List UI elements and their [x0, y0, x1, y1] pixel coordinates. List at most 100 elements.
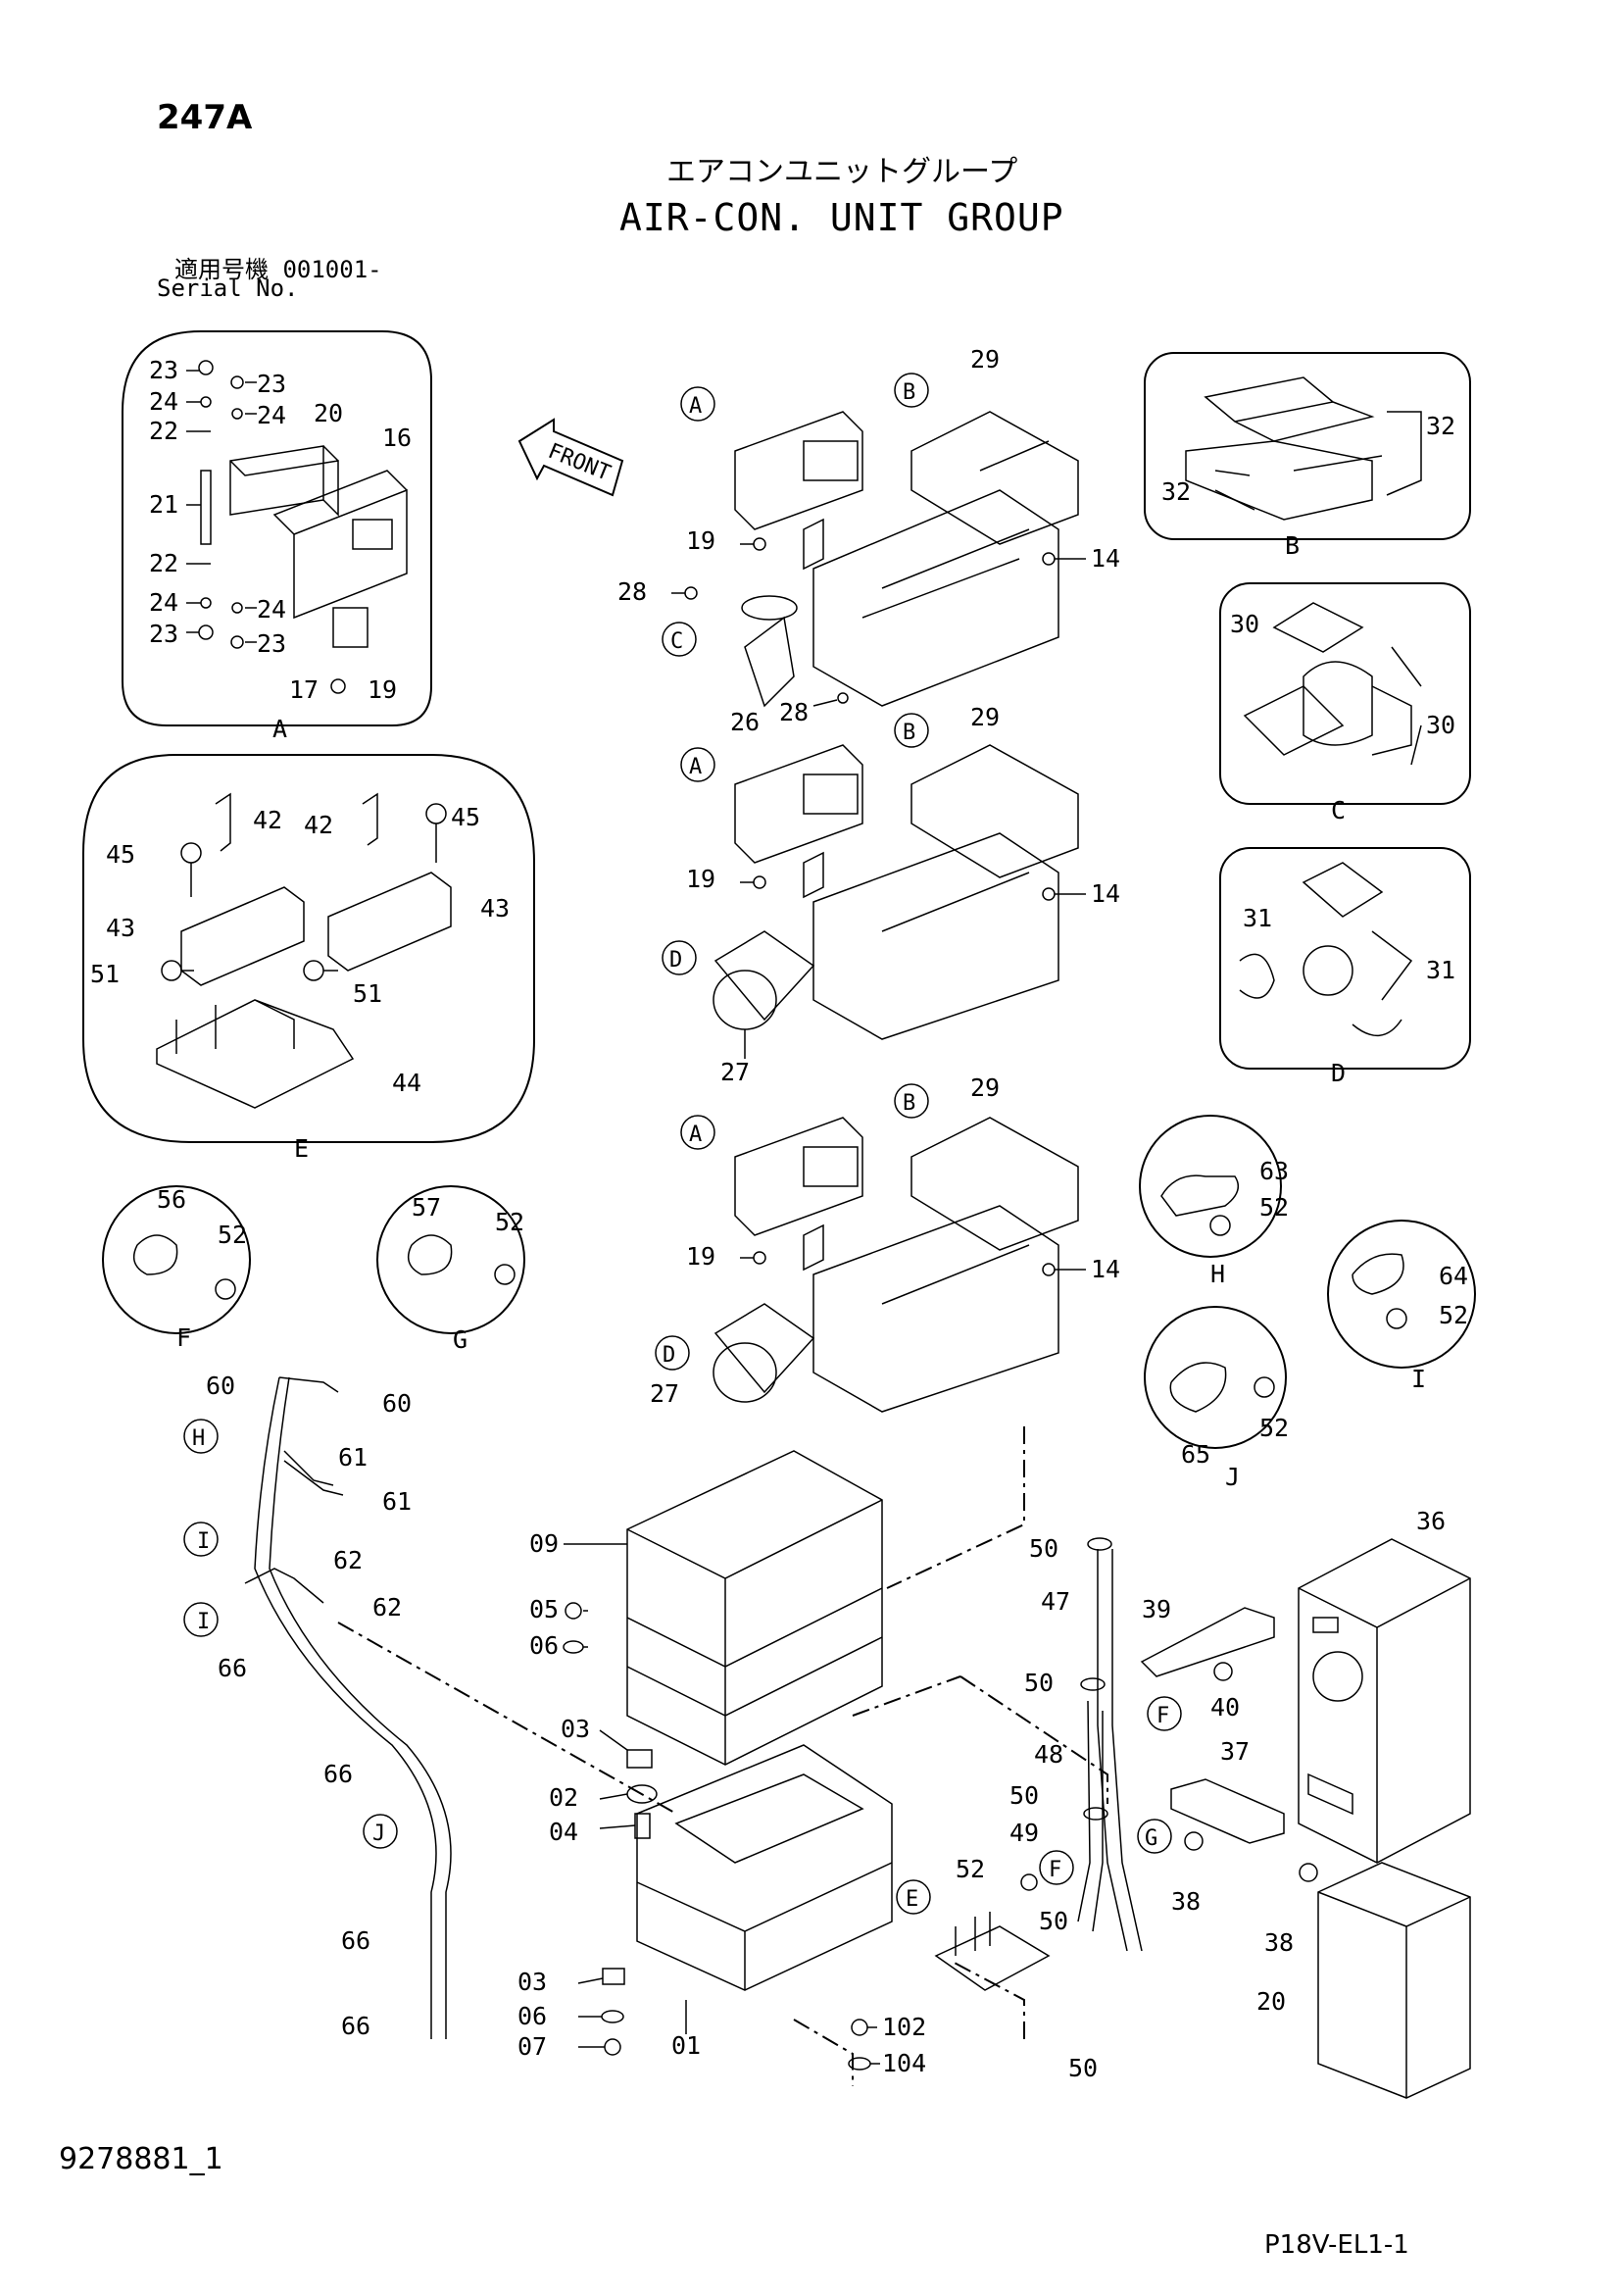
callout-05: 05: [529, 1595, 559, 1623]
callout-104: 104: [882, 2049, 926, 2077]
aircon-unit-upper: A B C 19 14 28 29 26 28: [617, 345, 1120, 736]
callout-38: 38: [1264, 1928, 1294, 1957]
detail-ref-i: I: [197, 1529, 210, 1554]
callout-23: 23: [149, 620, 178, 648]
callout-65: 65: [1181, 1440, 1210, 1469]
callout-03: 03: [517, 1968, 547, 1996]
callout-32: 32: [1426, 412, 1455, 440]
detail-c-panel: 30 30 C: [1219, 582, 1471, 824]
page-reference: P18V-EL1-1: [1264, 2230, 1409, 2260]
callout-61: 61: [338, 1443, 368, 1472]
callout-40: 40: [1210, 1693, 1240, 1722]
callout-19: 19: [686, 1242, 715, 1271]
callout-43: 43: [480, 894, 510, 923]
callout-20: 20: [1256, 1987, 1286, 2016]
detail-ref-b: B: [903, 1091, 915, 1116]
detail-ref-b: B: [903, 721, 915, 745]
callout-14: 14: [1091, 1255, 1120, 1283]
callout-43: 43: [106, 914, 135, 942]
detail-label-b: B: [1285, 531, 1300, 560]
callout-24: 24: [149, 387, 178, 416]
callout-62: 62: [372, 1593, 402, 1622]
aircon-unit-middle: A B D 19 14 29 27: [662, 703, 1120, 1086]
callout-03: 03: [561, 1715, 590, 1743]
detail-ref-j: J: [372, 1822, 385, 1846]
title-japanese: エアコンユニットグループ: [666, 155, 1018, 189]
callout-49: 49: [1009, 1819, 1039, 1847]
callout-37: 37: [1220, 1737, 1250, 1766]
callout-38: 38: [1171, 1887, 1201, 1916]
control-box: 36 39 40 37 38 38 20: [1140, 1507, 1471, 2099]
callout-19: 19: [686, 526, 715, 555]
callout-66: 66: [341, 1926, 370, 1955]
detail-h-panel: 63 52 H: [1139, 1115, 1289, 1288]
callout-42: 42: [253, 806, 282, 834]
callout-16: 16: [382, 424, 412, 452]
callout-50: 50: [1009, 1781, 1039, 1810]
callout-50: 50: [1039, 1907, 1068, 1935]
callout-28: 28: [617, 577, 647, 606]
callout-45: 45: [106, 840, 135, 869]
callout-29: 29: [970, 703, 1000, 731]
detail-ref-g: G: [1145, 1826, 1157, 1851]
detail-label-e: E: [294, 1134, 309, 1163]
callout-31: 31: [1243, 904, 1272, 932]
detail-d-panel: 31 31 D: [1219, 847, 1471, 1087]
callout-47: 47: [1041, 1587, 1070, 1616]
callout-52: 52: [218, 1221, 247, 1249]
callout-102: 102: [882, 2013, 926, 2041]
callout-24: 24: [149, 588, 178, 617]
callout-62: 62: [333, 1546, 363, 1574]
front-label: FRONT: [544, 439, 614, 486]
callout-31: 31: [1426, 956, 1455, 984]
aircon-unit-lower: A B D 19 14 29 27: [650, 1073, 1120, 1413]
callout-06: 06: [517, 2002, 547, 2030]
callout-52: 52: [956, 1855, 985, 1883]
detail-ref-f: F: [1156, 1704, 1169, 1728]
callout-66: 66: [323, 1760, 353, 1788]
callout-66: 66: [218, 1654, 247, 1682]
page-title: AIR-CON. UNIT GROUP: [619, 196, 1064, 239]
detail-ref-e: E: [906, 1887, 918, 1912]
callout-32: 32: [1161, 477, 1191, 506]
callout-23: 23: [257, 370, 286, 398]
callout-17: 17: [289, 675, 319, 704]
detail-ref-a: A: [689, 1123, 702, 1147]
callout-27: 27: [650, 1379, 679, 1408]
callout-28: 28: [779, 698, 809, 726]
callout-36: 36: [1416, 1507, 1446, 1535]
callout-50: 50: [1029, 1534, 1058, 1563]
callout-56: 56: [157, 1185, 186, 1214]
callout-57: 57: [412, 1193, 441, 1222]
callout-50: 50: [1068, 2054, 1098, 2082]
callout-24: 24: [257, 595, 286, 624]
callout-61: 61: [382, 1487, 412, 1516]
callout-52: 52: [1259, 1414, 1289, 1442]
callout-14: 14: [1091, 879, 1120, 908]
detail-ref-d: D: [663, 1343, 675, 1368]
mounting-frame: 09 05 06 03 02 04 03 06 07 01 102 104: [517, 1450, 926, 2077]
callout-29: 29: [970, 1073, 1000, 1102]
callout-19: 19: [368, 675, 397, 704]
callout-29: 29: [970, 345, 1000, 374]
callout-52: 52: [495, 1208, 524, 1236]
detail-ref-h: H: [192, 1426, 205, 1451]
detail-ref-d: D: [669, 948, 682, 973]
wire-harness-right: F G F E 50 47 50 48 50 49 52 50 50: [896, 1534, 1182, 2082]
detail-ref-c: C: [670, 629, 683, 654]
detail-i-panel: 64 52 I: [1327, 1220, 1476, 1393]
serial-label-japanese: 適用号機 001001-: [174, 256, 382, 283]
detail-label-a: A: [272, 715, 287, 743]
wire-harness-left: H I I J 60 60 61 61 62 62 66 66 66 66: [183, 1372, 452, 2040]
callout-60: 60: [382, 1389, 412, 1418]
callout-09: 09: [529, 1529, 559, 1558]
callout-06: 06: [529, 1631, 559, 1660]
callout-50: 50: [1024, 1669, 1054, 1697]
detail-label-h: H: [1210, 1260, 1225, 1288]
callout-51: 51: [90, 960, 120, 988]
callout-52: 52: [1439, 1301, 1468, 1329]
callout-22: 22: [149, 417, 178, 445]
detail-ref-f: F: [1049, 1858, 1061, 1882]
callout-20: 20: [314, 399, 343, 427]
